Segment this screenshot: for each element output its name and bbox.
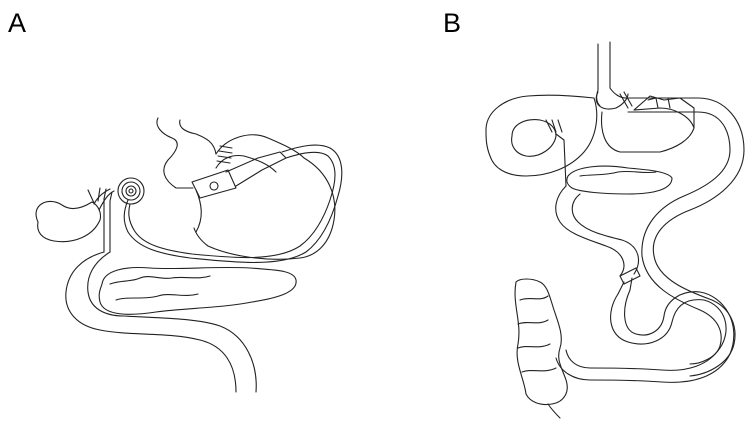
pancreas-b — [567, 166, 672, 194]
colon-b — [515, 279, 567, 405]
remnant-stomach — [602, 108, 694, 152]
gallbladder-b — [512, 120, 556, 157]
common-channel — [566, 294, 726, 370]
biliopancreatic-limb — [556, 186, 639, 276]
liver-b — [486, 95, 597, 176]
